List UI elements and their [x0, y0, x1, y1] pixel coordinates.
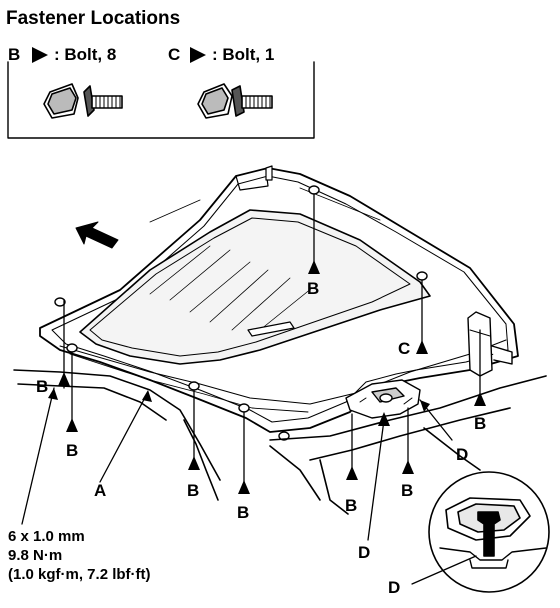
legend-description: : Bolt, 1 — [212, 45, 275, 64]
label-b: B — [345, 496, 358, 515]
legend-letter: B — [8, 45, 21, 64]
label-d: D — [388, 578, 401, 597]
vehicle-body-lines — [13, 369, 547, 515]
legend-frame — [7, 61, 315, 139]
marker-b — [238, 480, 250, 494]
legend-letter: C — [168, 45, 181, 64]
marker-c — [416, 340, 428, 354]
label-b: B — [187, 481, 200, 500]
direction-arrow-icon — [75, 221, 119, 249]
clip-detail-circle — [411, 471, 550, 593]
torque-alt: (1.0 kgf·m, 7.2 lbf·ft) — [8, 566, 151, 583]
label-b: B — [36, 377, 49, 396]
label-a: A — [94, 481, 107, 500]
marker-spec — [48, 388, 58, 400]
page-title: Fastener Locations — [6, 8, 181, 29]
undercover-panel — [39, 165, 519, 433]
marker-d — [420, 400, 430, 412]
label-c: C — [398, 339, 411, 358]
marker-b — [188, 456, 200, 470]
label-b: B — [66, 441, 79, 460]
label-d: D — [358, 543, 371, 562]
label-b: B — [401, 481, 414, 500]
label-b: B — [237, 503, 250, 522]
marker-b — [66, 418, 78, 432]
marker-b — [474, 392, 486, 406]
pointer-triangle-icon — [190, 47, 206, 63]
marker-b — [308, 260, 320, 274]
label-b: B — [474, 414, 487, 433]
torque-size: 6 x 1.0 mm — [8, 528, 85, 545]
marker-a — [142, 390, 152, 402]
marker-b — [402, 460, 414, 474]
label-b: B — [307, 279, 320, 298]
marker-b — [58, 372, 70, 386]
label-d: D — [456, 445, 469, 464]
legend-description: : Bolt, 8 — [54, 45, 117, 64]
bolt-c-icon — [197, 83, 273, 119]
bolt-b-icon — [43, 83, 123, 119]
marker-b — [346, 466, 358, 480]
torque-nm: 9.8 N·m — [8, 547, 63, 564]
pointer-triangle-icon — [32, 47, 48, 63]
marker-d — [378, 412, 390, 426]
clip-assembly — [345, 379, 421, 419]
